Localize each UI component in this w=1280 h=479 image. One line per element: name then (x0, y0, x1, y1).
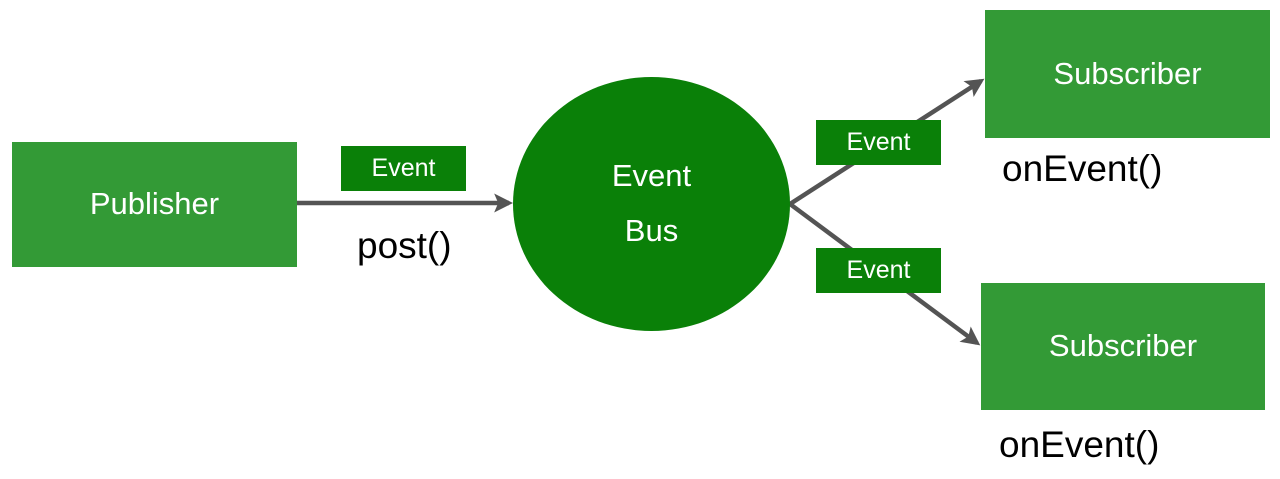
node-subscriber-bottom-label: Subscriber (1048, 328, 1198, 364)
edge-tag-event-post[interactable]: Event (341, 146, 466, 191)
caption-onevent-bottom: onEvent() (999, 424, 1160, 465)
node-event-bus-label-line-1: Event (611, 158, 692, 194)
edge-tag-event-top[interactable]: Event (816, 120, 941, 165)
node-event-bus-label-line-2: Bus (624, 213, 679, 248)
node-event-bus[interactable]: Event Bus (513, 77, 790, 331)
node-publisher[interactable]: Publisher (12, 142, 297, 267)
edge-tag-event-post-label: Event (371, 153, 436, 182)
node-subscriber-bottom[interactable]: Subscriber (981, 283, 1265, 410)
node-subscriber-top-label: Subscriber (1053, 55, 1202, 91)
edge-tag-event-bottom-label: Event (846, 255, 911, 284)
node-subscriber-top[interactable]: Subscriber (985, 10, 1270, 138)
edge-tag-event-bottom[interactable]: Event (816, 248, 941, 293)
caption-post: post() (357, 225, 452, 266)
node-publisher-label: Publisher (89, 186, 220, 222)
caption-onevent-top: onEvent() (1002, 148, 1163, 189)
edge-tag-event-top-label: Event (846, 127, 911, 156)
